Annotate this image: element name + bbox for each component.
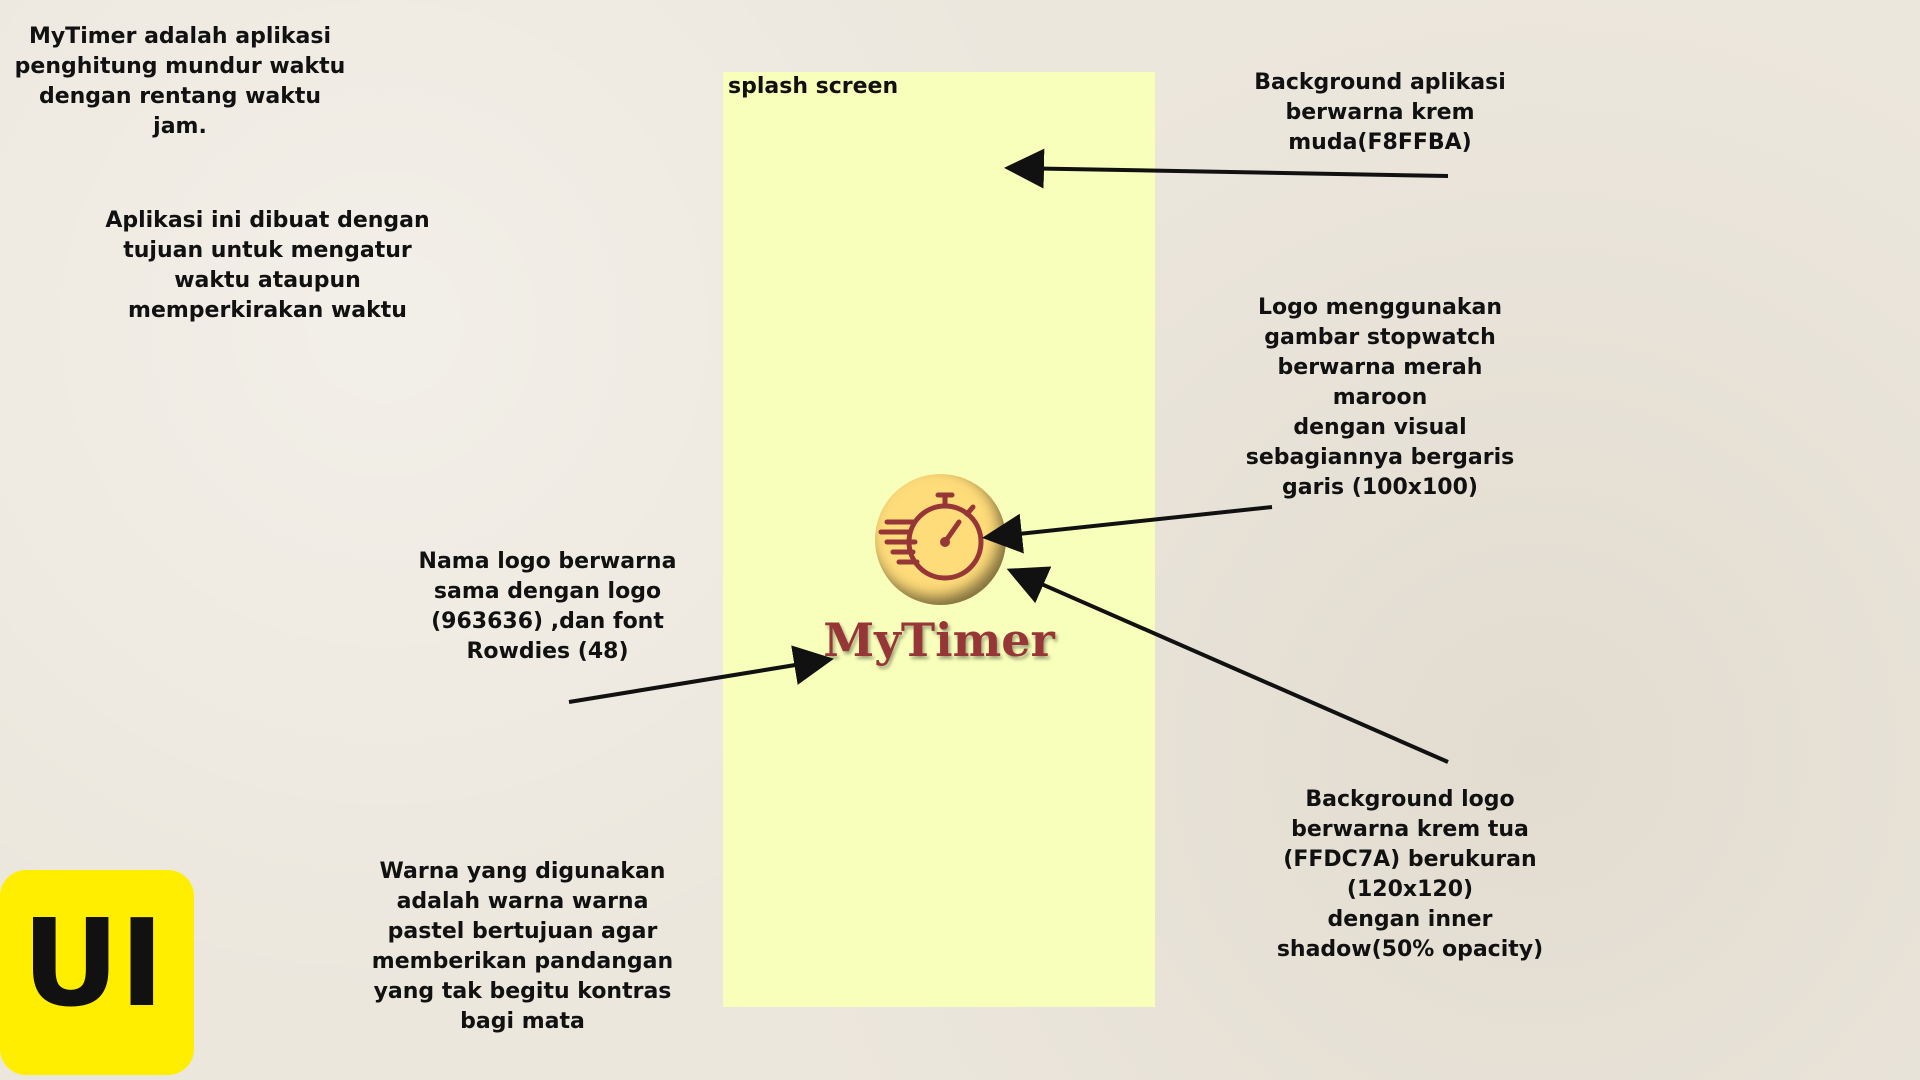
arrow-to-logo-background	[1006, 566, 1449, 764]
note-logo-description: Logo menggunakan gambar stopwatch berwar…	[1245, 295, 1515, 500]
note-color-scheme: Warna yang digunakan adalah warna warna …	[371, 859, 674, 1034]
note-logo-name: Nama logo berwarna sama dengan logo (963…	[418, 549, 677, 664]
splash-screen-label: splash screen	[728, 74, 899, 99]
arrow-to-background	[1004, 148, 1449, 189]
note-app-description: MyTimer adalah aplikasi penghitung mundu…	[14, 24, 346, 139]
stopwatch-icon	[878, 492, 984, 581]
note-app-purpose: Aplikasi ini dibuat dengan tujuan untuk …	[105, 208, 430, 323]
ui-badge: UI	[0, 870, 194, 1075]
arrow-to-logo-name	[568, 645, 834, 704]
logo-background	[875, 474, 1006, 605]
app-name-logo-text: MyTimer	[823, 613, 1055, 667]
splash-screen-mockup: splash screen MyTimer	[723, 72, 1155, 1007]
note-logo-background: Background logo berwarna krem tua (FFDC7…	[1276, 787, 1544, 962]
arrow-to-logo	[982, 505, 1273, 554]
ui-badge-text: UI	[22, 895, 165, 1034]
note-background-color: Background aplikasi berwarna krem muda(F…	[1254, 70, 1506, 155]
